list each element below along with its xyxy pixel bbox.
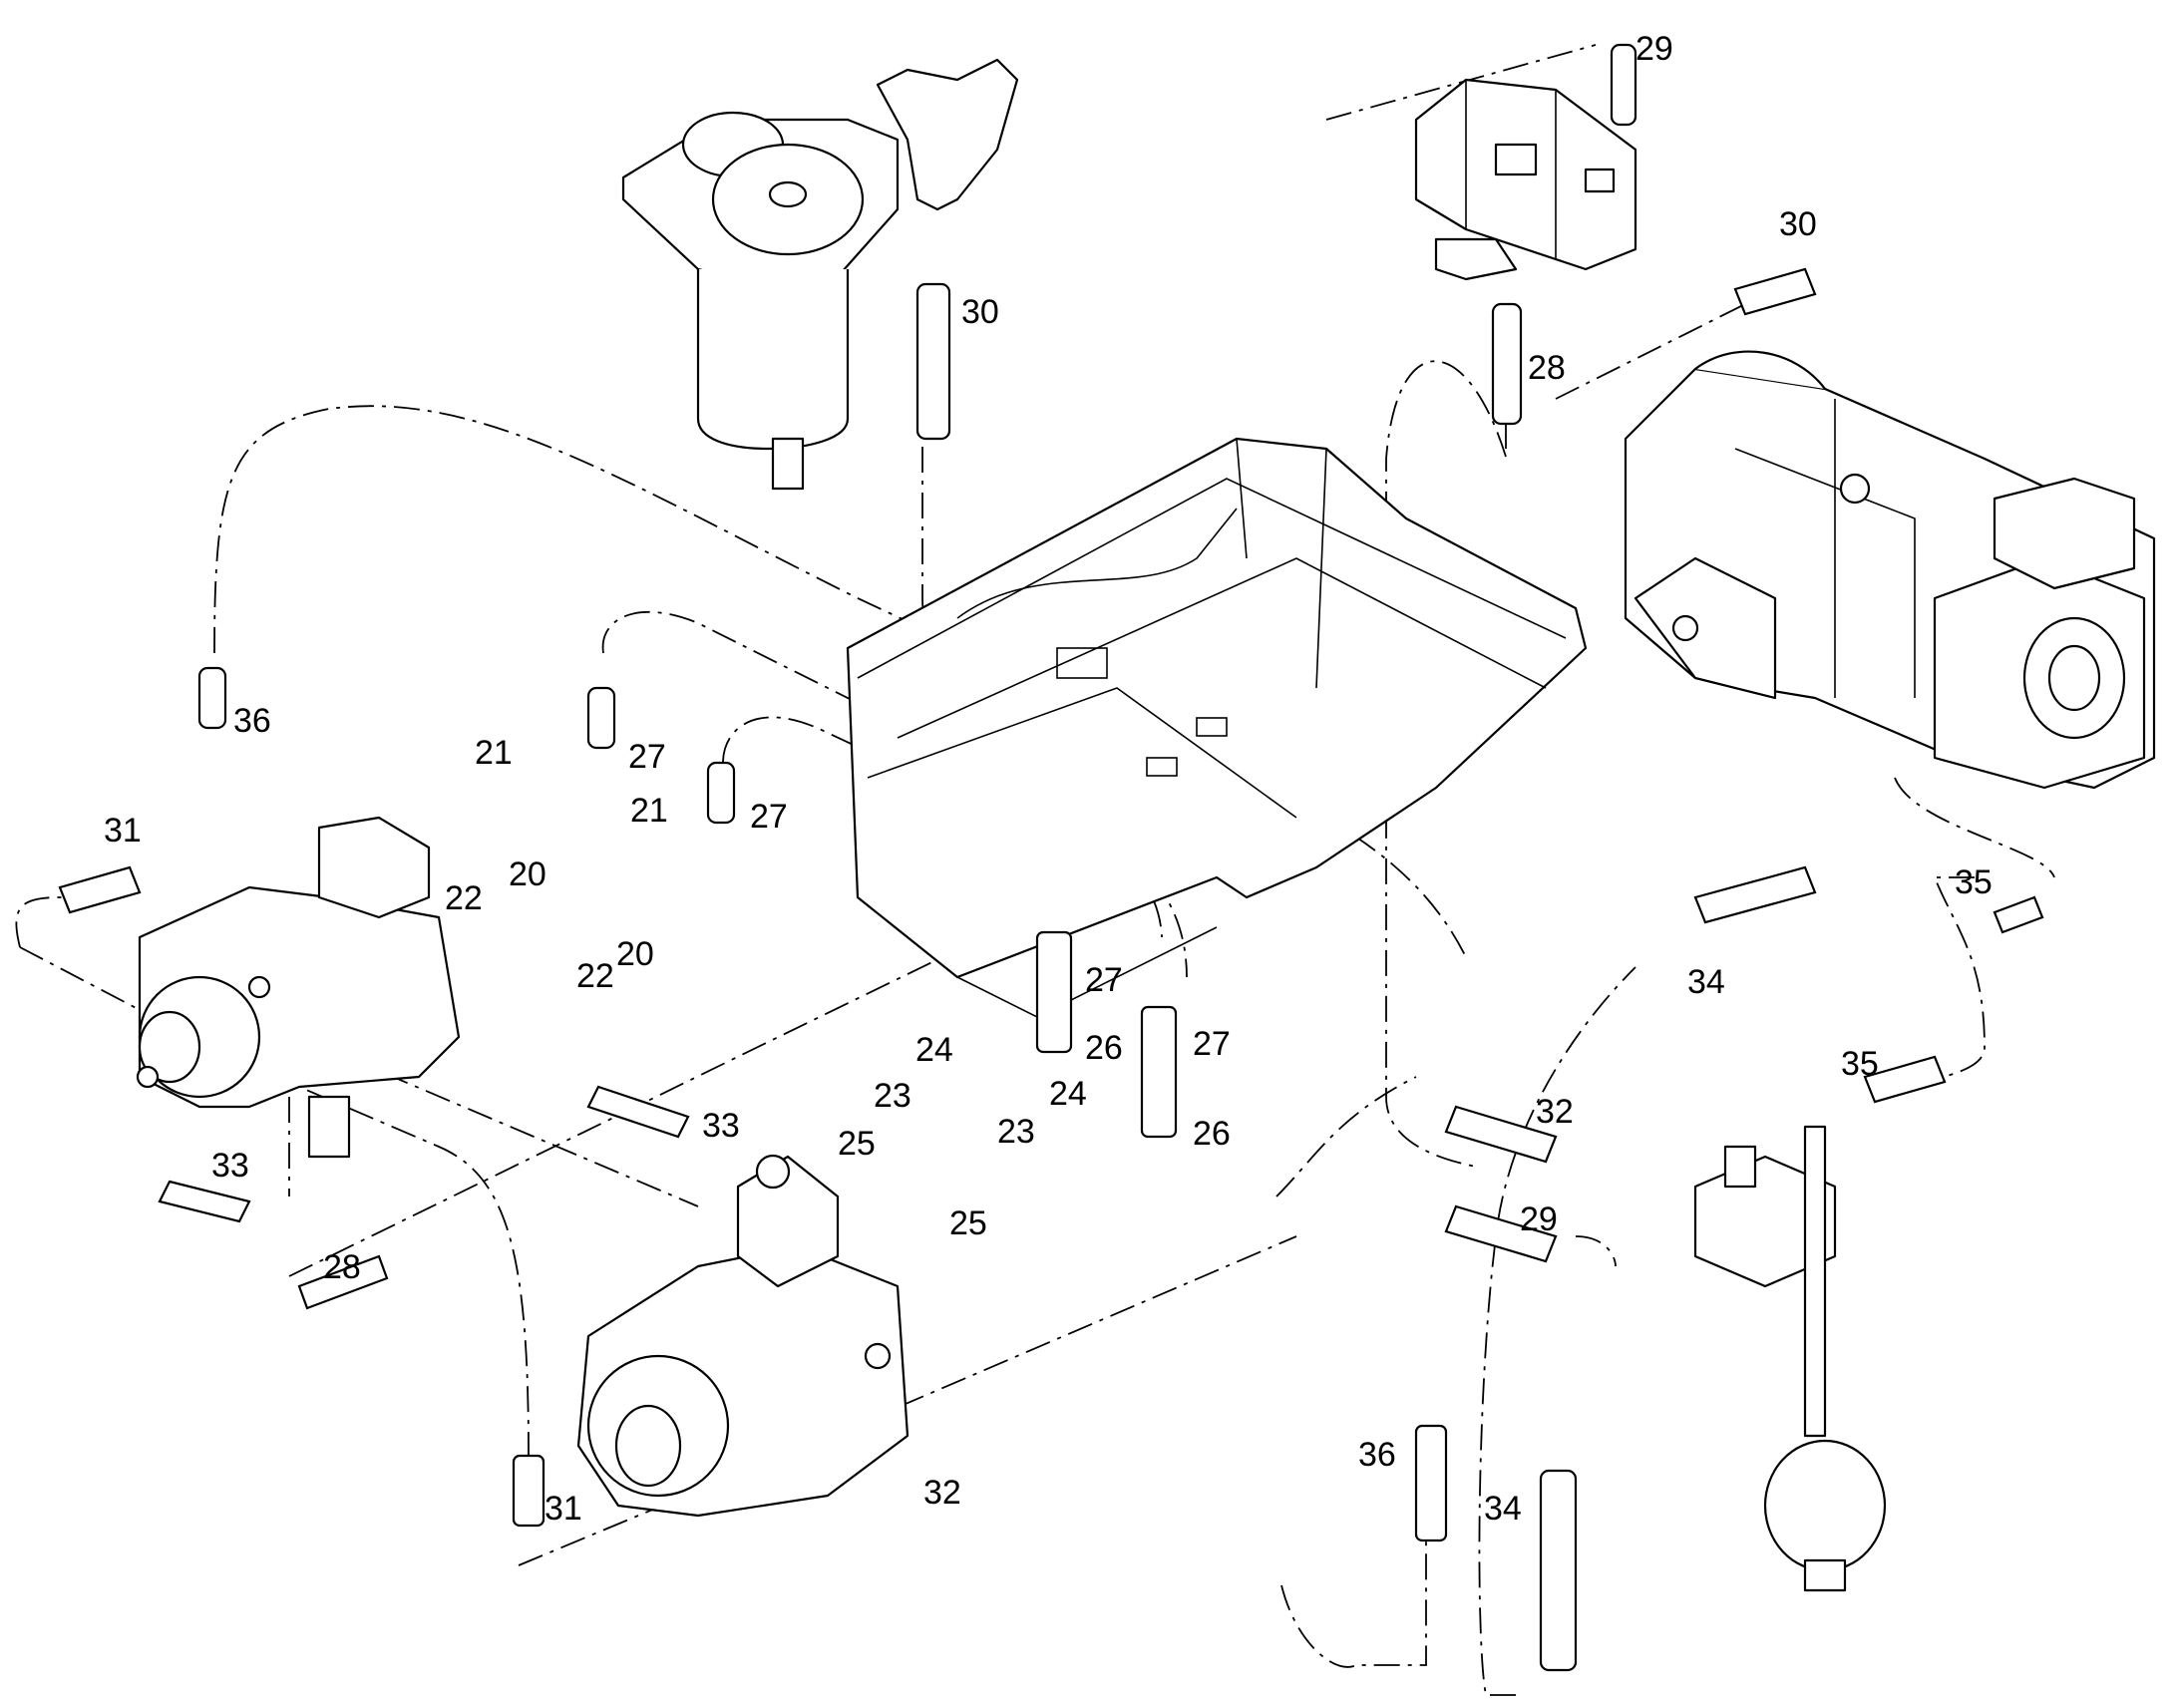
- callout-29: 29: [1635, 30, 1673, 68]
- callout-labels: 20 20 21 21 22 22 23 23 24 24 25 25 26 2…: [104, 30, 1993, 1528]
- callout-20: 20: [616, 935, 654, 973]
- main-pump: [1624, 350, 2156, 790]
- callout-21: 21: [630, 792, 668, 830]
- callout-33: 33: [702, 1107, 740, 1145]
- callout-36: 36: [233, 702, 271, 740]
- chassis-frame: [846, 437, 1588, 1018]
- callout-22: 22: [576, 957, 614, 995]
- callout-30: 30: [961, 293, 999, 331]
- callout-24: 24: [1049, 1075, 1087, 1113]
- callout-20: 20: [509, 855, 546, 893]
- callout-30: 30: [1779, 205, 1817, 243]
- callout-31: 31: [104, 812, 142, 850]
- callout-36: 36: [1358, 1436, 1396, 1474]
- callout-22: 22: [445, 879, 483, 917]
- callout-27: 27: [628, 738, 666, 776]
- callout-29: 29: [1520, 1200, 1558, 1238]
- callout-27: 27: [1193, 1025, 1231, 1063]
- callout-24: 24: [915, 1031, 953, 1069]
- valve-block-accumulator: [1693, 1125, 1887, 1592]
- callout-32: 32: [923, 1474, 961, 1512]
- callout-28: 28: [323, 1248, 361, 1286]
- callout-34: 34: [1687, 963, 1725, 1001]
- callout-23: 23: [874, 1077, 911, 1115]
- hydraulic-motor-center: [576, 1154, 909, 1518]
- callout-35: 35: [1841, 1045, 1879, 1083]
- hydraulic-motor-left: [136, 816, 461, 1159]
- callout-31: 31: [545, 1490, 582, 1528]
- callout-27: 27: [750, 798, 788, 836]
- callout-33: 33: [211, 1147, 249, 1185]
- callout-32: 32: [1536, 1093, 1574, 1131]
- callout-21: 21: [475, 734, 513, 772]
- gear-pump: [1414, 78, 1637, 281]
- callout-23: 23: [997, 1113, 1035, 1151]
- callout-34: 34: [1484, 1490, 1522, 1528]
- callout-28: 28: [1528, 349, 1566, 387]
- callout-35: 35: [1955, 863, 1993, 901]
- callout-26: 26: [1085, 1029, 1123, 1067]
- filter-housing: [621, 58, 1019, 491]
- callout-27: 27: [1085, 961, 1123, 999]
- callout-25: 25: [949, 1204, 987, 1242]
- callout-25: 25: [838, 1125, 876, 1163]
- hoses: [58, 43, 2044, 1672]
- callout-26: 26: [1193, 1115, 1231, 1153]
